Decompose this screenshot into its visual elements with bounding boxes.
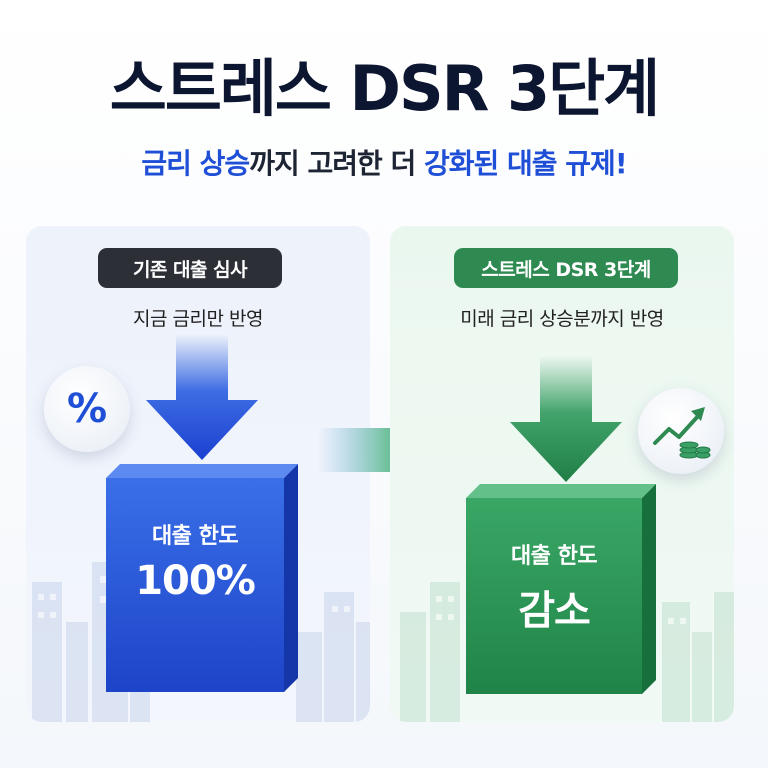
down-arrow-blue-icon xyxy=(146,334,258,460)
subtitle-highlight-rate: 금리 상승 xyxy=(141,147,250,180)
loan-limit-box-green xyxy=(466,484,656,694)
panel-existing-review: 기존 대출 심사 지금 금리만 반영 % 대출 한도 100% xyxy=(26,226,370,722)
page-title: 스트레스 DSR 3단계 xyxy=(109,52,660,125)
loan-limit-box-green-text: 대출 한도 감소 xyxy=(466,538,642,636)
stress-dsr-badge: 스트레스 DSR 3단계 xyxy=(454,248,678,288)
percent-symbol: % xyxy=(66,386,108,432)
loan-limit-box-blue-text: 대출 한도 100% xyxy=(106,518,284,604)
page-subtitle: 금리 상승까지 고려한 더 강화된 대출 규제! xyxy=(0,150,768,178)
stress-dsr-description: 미래 금리 상승분까지 반영 xyxy=(460,308,664,330)
loan-limit-label: 대출 한도 xyxy=(151,524,239,549)
subtitle-highlight-regulation: 강화된 대출 규제! xyxy=(424,147,628,180)
subtitle-middle: 까지 고려한 더 xyxy=(249,147,424,180)
loan-limit-label: 대출 한도 xyxy=(510,544,598,569)
panel-stress-dsr: 스트레스 DSR 3단계 미래 금리 상승분까지 반영 xyxy=(390,226,734,722)
existing-review-badge: 기존 대출 심사 xyxy=(98,248,282,288)
loan-limit-box-blue xyxy=(106,464,298,692)
loan-limit-value: 100% xyxy=(135,558,256,604)
loan-limit-value: 감소 xyxy=(518,588,591,634)
rising-chart-coins-glyph xyxy=(653,407,711,459)
rising-chart-coins-icon xyxy=(638,388,724,474)
down-arrow-green-icon xyxy=(510,356,622,482)
city-skyline-illustration xyxy=(400,582,734,722)
existing-review-description: 지금 금리만 반영 xyxy=(133,308,263,330)
percent-icon: % xyxy=(44,366,130,452)
